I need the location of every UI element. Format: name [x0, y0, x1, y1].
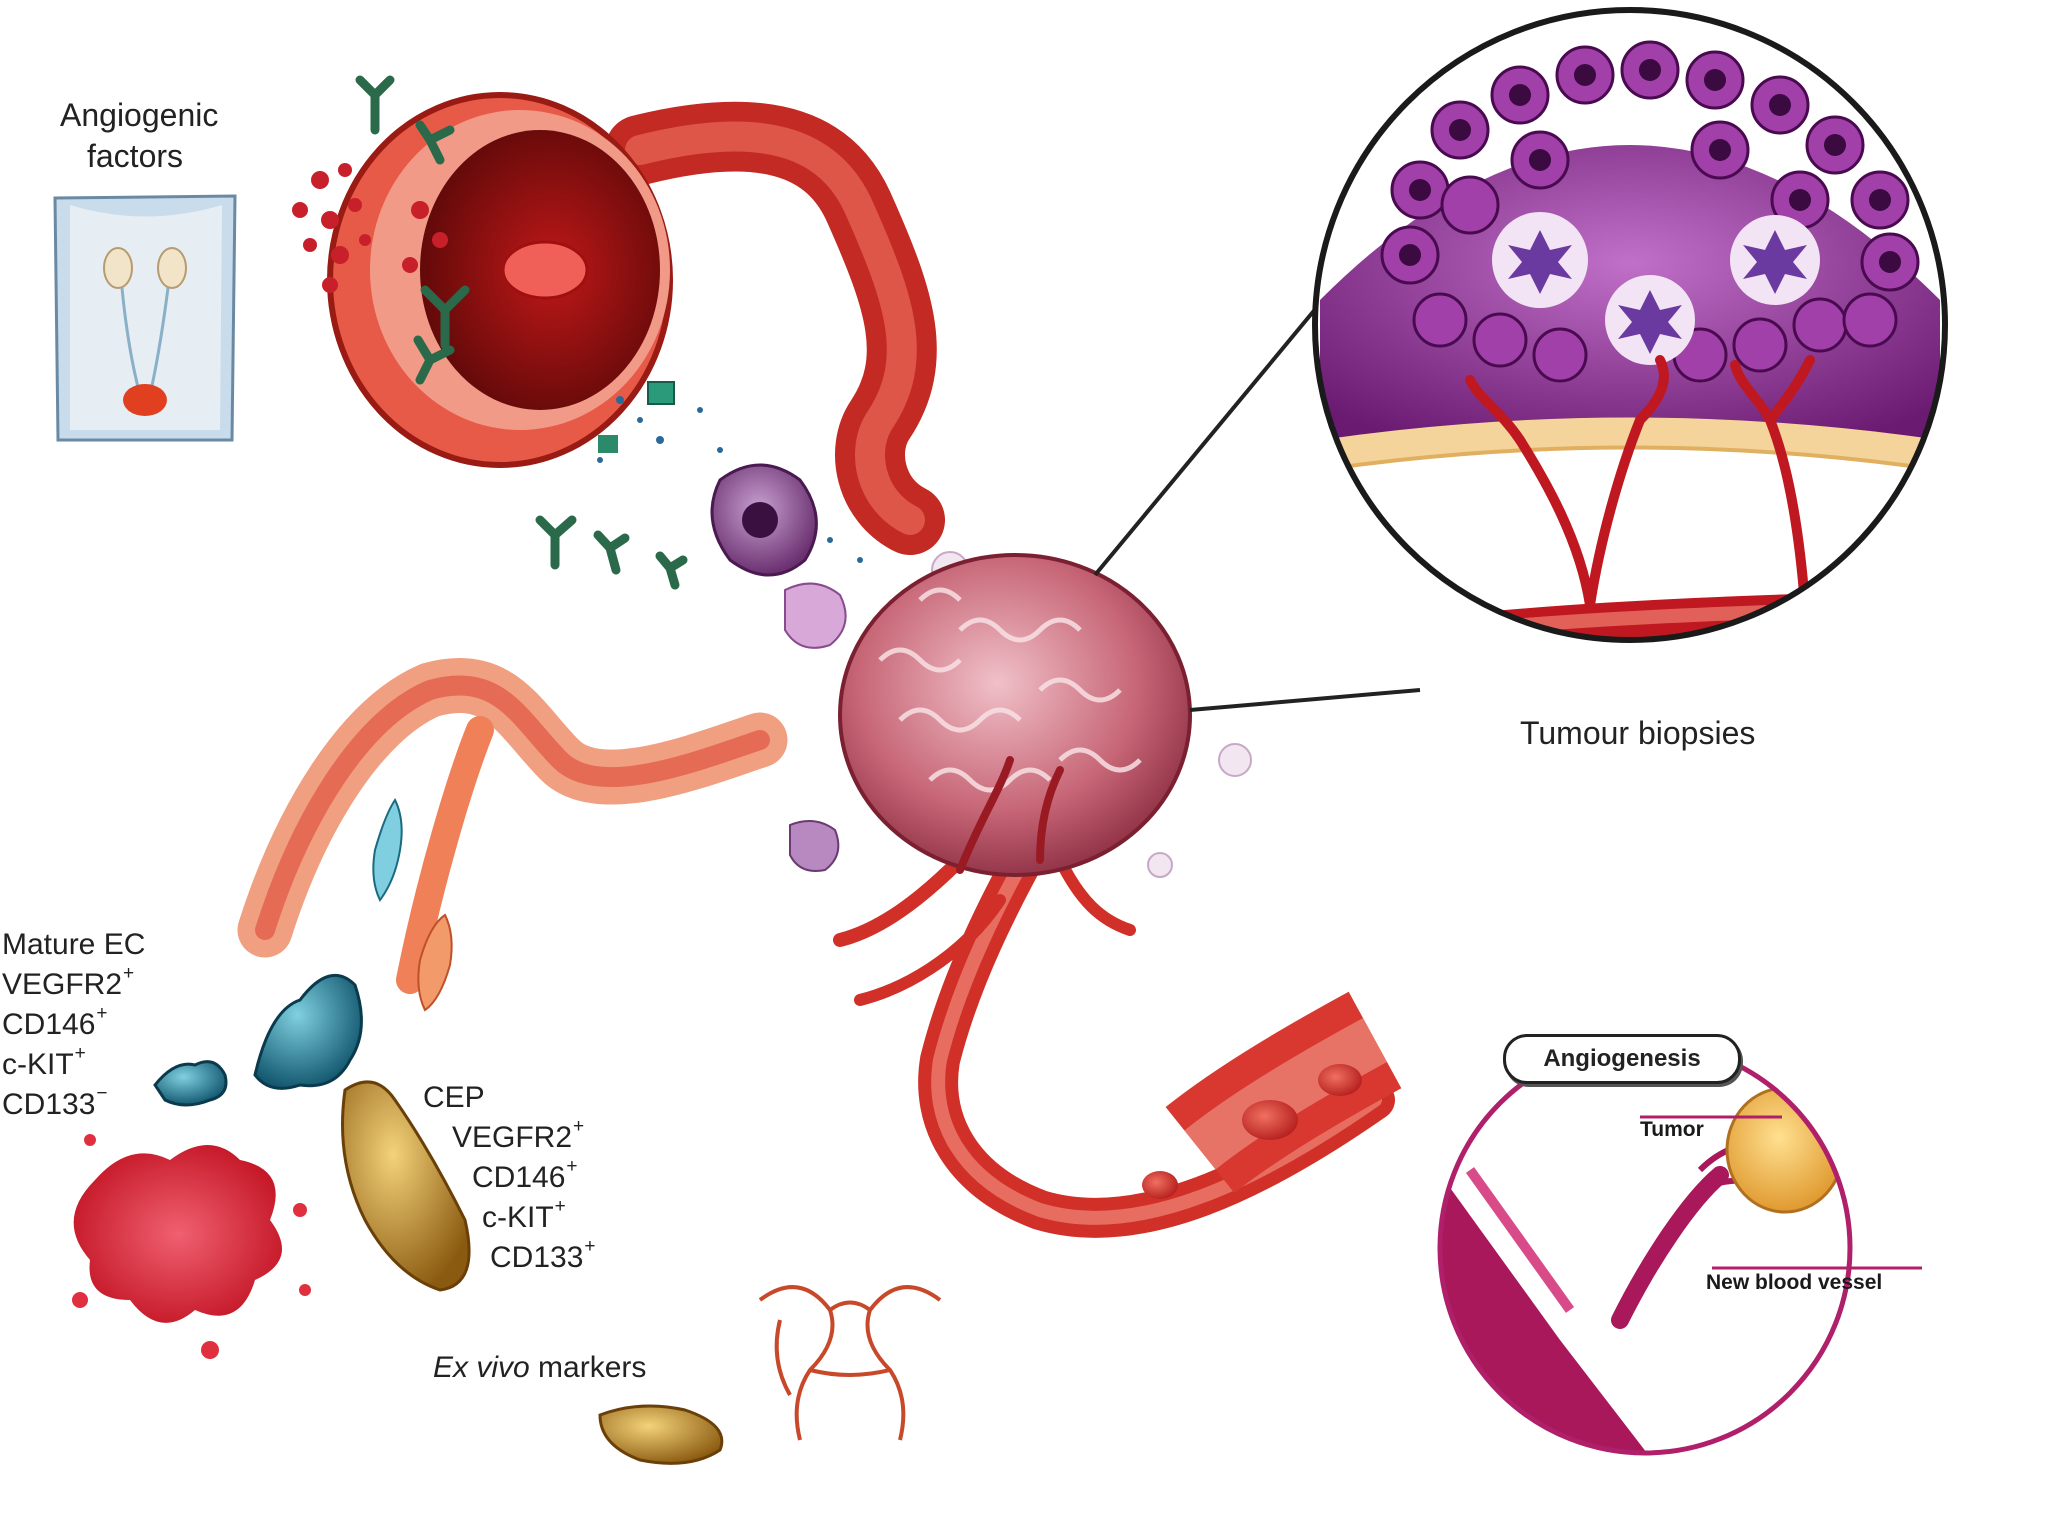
angiogenic-factors-line2: factors	[86, 138, 184, 174]
angiogenic-factors-line1: Angiogenic	[60, 97, 219, 133]
angiogenesis-title-badge: Angiogenesis	[1503, 1034, 1741, 1084]
inset-tumor-label: Tumor	[1640, 1118, 1704, 1141]
mature-ec-title: Mature EC	[2, 928, 146, 961]
inset-vessel-label: New blood vessel	[1706, 1271, 1883, 1294]
mature-ec-marker: c-KIT+	[2, 1043, 86, 1081]
cep-cells	[341, 913, 724, 1465]
cep-marker: c-KIT+	[482, 1196, 566, 1234]
ex-vivo-rest: markers	[529, 1351, 647, 1384]
tumour-biopsy-circle	[1312, 7, 1948, 643]
mature-ec-marker: VEGFR2+	[2, 963, 135, 1001]
torso-illustration	[53, 194, 237, 442]
cep-marker: VEGFR2+	[452, 1116, 585, 1154]
red-splatter	[72, 1134, 311, 1359]
mature-ec-marker: CD133−	[2, 1083, 108, 1121]
purple-cell-illustration	[710, 463, 1252, 878]
ex-vivo-markers-label: Ex vivo markers	[433, 1348, 646, 1388]
cep-title: CEP	[423, 1081, 485, 1114]
ex-vivo-italic: Ex vivo	[433, 1351, 530, 1384]
tumour-biopsies-label: Tumour biopsies	[1520, 715, 1756, 751]
upper-vessel-illustration	[292, 75, 945, 590]
lower-vessel-illustration	[237, 658, 1402, 1238]
pelvis-illustration	[758, 1285, 942, 1441]
cep-marker: CD133+	[490, 1236, 596, 1274]
cep-marker: CD146+	[472, 1156, 578, 1194]
mature-ec-label: Mature EC VEGFR2+ CD146+ c-KIT+ CD133−	[2, 925, 145, 1125]
tumour-illustration	[838, 553, 1192, 877]
mature-ec-cells	[153, 798, 403, 1107]
mature-ec-marker: CD146+	[2, 1003, 108, 1041]
angiogenic-factors-label: Angiogenic factors	[60, 95, 219, 177]
